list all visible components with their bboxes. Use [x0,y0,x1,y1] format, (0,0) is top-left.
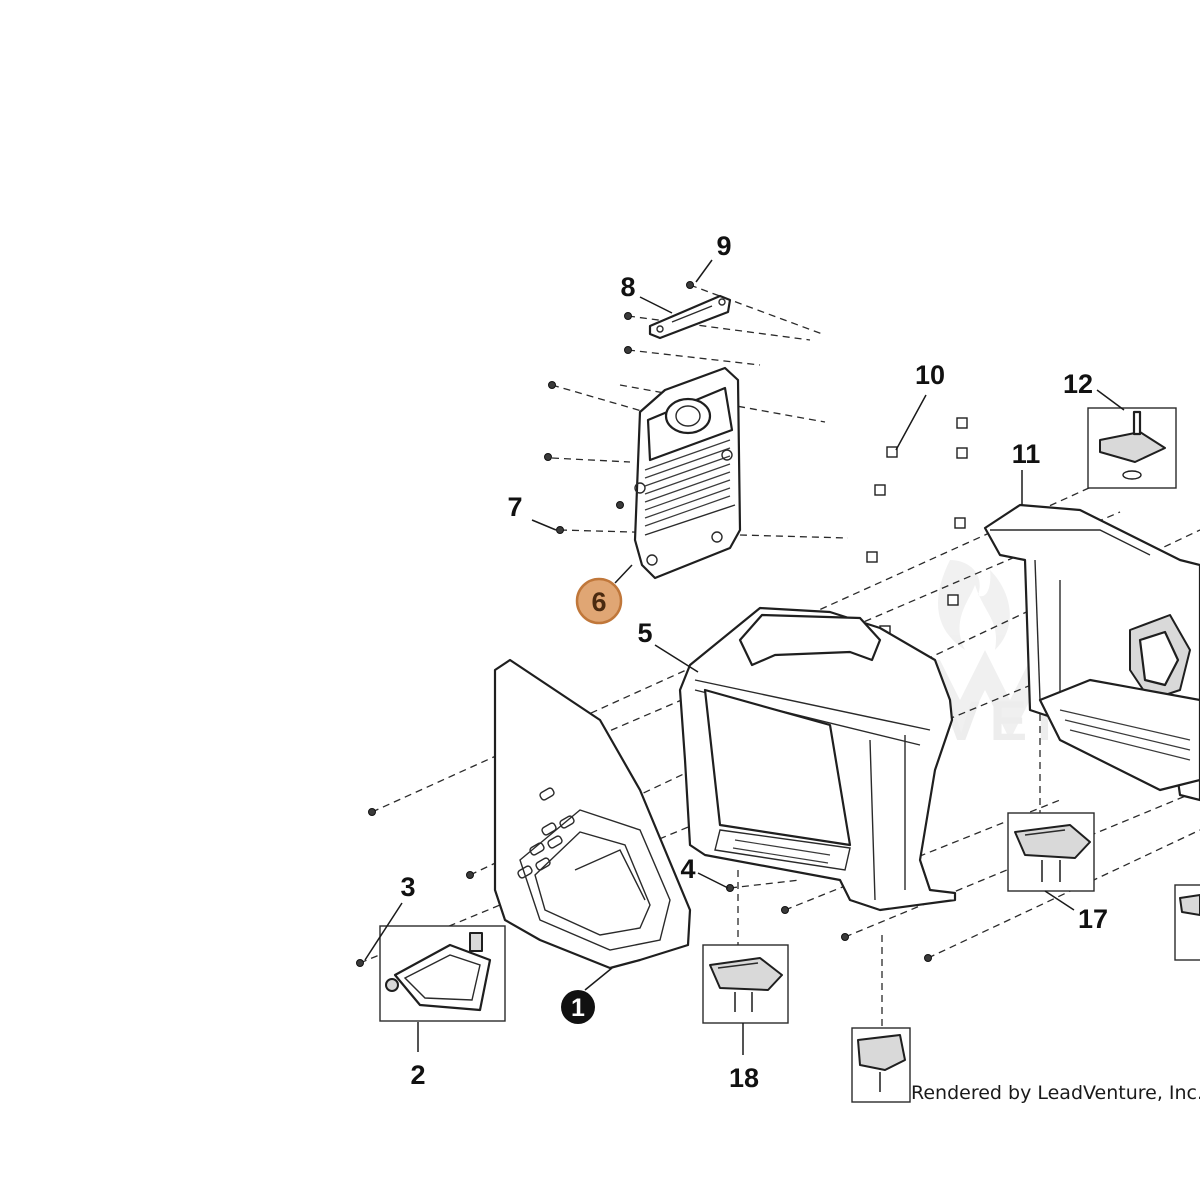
part-7-screws [544,312,632,534]
callout-10[interactable]: 10 [915,360,945,390]
callout-leaders [364,259,1125,1055]
callout-17[interactable]: 17 [1078,904,1108,934]
side-cover-vents [517,787,575,879]
part-17-inset [1007,812,1095,892]
callout-3[interactable]: 3 [400,872,415,902]
part-10-clip-nuts [866,417,968,637]
foot-inset [851,1027,911,1103]
cropped-edge-inset [1174,884,1200,961]
part-5-handle-frame [678,606,957,912]
part-6-grille-panel [633,366,742,580]
callout-9[interactable]: 9 [716,231,731,261]
part-12-inset [1087,407,1177,489]
callout-11[interactable]: 11 [1012,439,1041,469]
callout-6[interactable]: 6 [591,587,606,617]
callout-12[interactable]: 12 [1063,369,1093,399]
part-2-inset [379,925,506,1022]
part-4-screws [726,884,932,962]
callout-labels: 9 8 10 12 11 7 5 3 4 17 2 18 [400,231,1108,1093]
part-8-trim [648,294,732,340]
credit-text: Rendered by LeadVenture, Inc. [911,1082,1200,1104]
callout-1-circle[interactable] [561,990,595,1024]
part-11-rear-frame [983,503,1200,802]
callout-4[interactable]: 4 [680,854,695,884]
callout-8[interactable]: 8 [620,272,635,302]
part-1-side-cover [493,658,692,970]
part-18-inset [702,944,789,1024]
callout-1-badge[interactable]: 1 [561,990,595,1024]
highlight-circle[interactable] [575,577,623,625]
part-3-screws [356,808,474,967]
callout-7[interactable]: 7 [507,492,522,522]
part-9-screw [686,281,694,289]
callout-6-highlight[interactable]: 6 [575,577,623,625]
callout-1[interactable]: 1 [571,994,585,1022]
callout-2[interactable]: 2 [410,1060,425,1090]
callout-18[interactable]: 18 [729,1063,759,1093]
callout-5[interactable]: 5 [637,618,652,648]
